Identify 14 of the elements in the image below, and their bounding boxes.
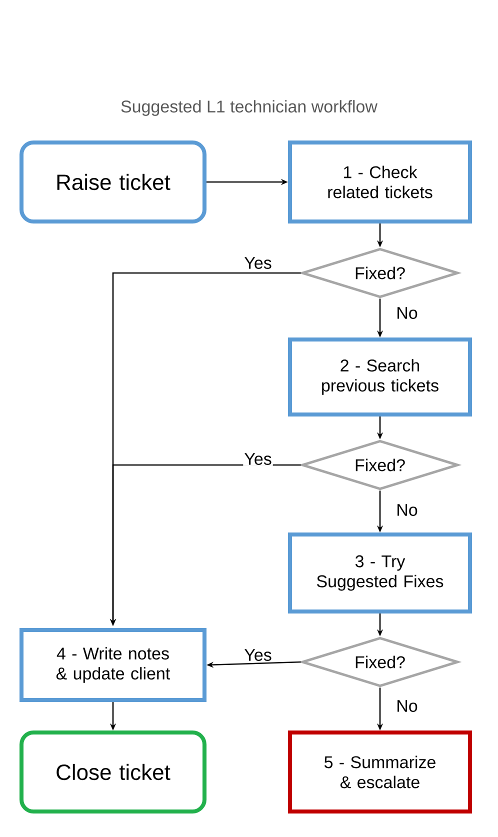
edge-label: Yes	[243, 256, 273, 270]
process-box: 1 - Check related tickets	[288, 140, 472, 224]
process-box: 2 - Search previous tickets	[288, 338, 472, 416]
edge-label: No	[395, 306, 419, 320]
process-box: 4 - Write notes & update client	[20, 628, 206, 702]
edge-label: No	[395, 699, 419, 713]
title: Suggested L1 technician workflow	[121, 100, 378, 116]
start-end-box: Close ticket	[20, 730, 206, 814]
edge-label: No	[395, 503, 419, 517]
start-end-box: Raise ticket	[20, 140, 206, 224]
process-box: 5 - Summarize & escalate	[288, 730, 472, 814]
process-box: 3 - Try Suggested Fixes	[288, 532, 472, 614]
edge-label: Yes	[243, 648, 273, 662]
edge-label: Yes	[243, 452, 273, 466]
